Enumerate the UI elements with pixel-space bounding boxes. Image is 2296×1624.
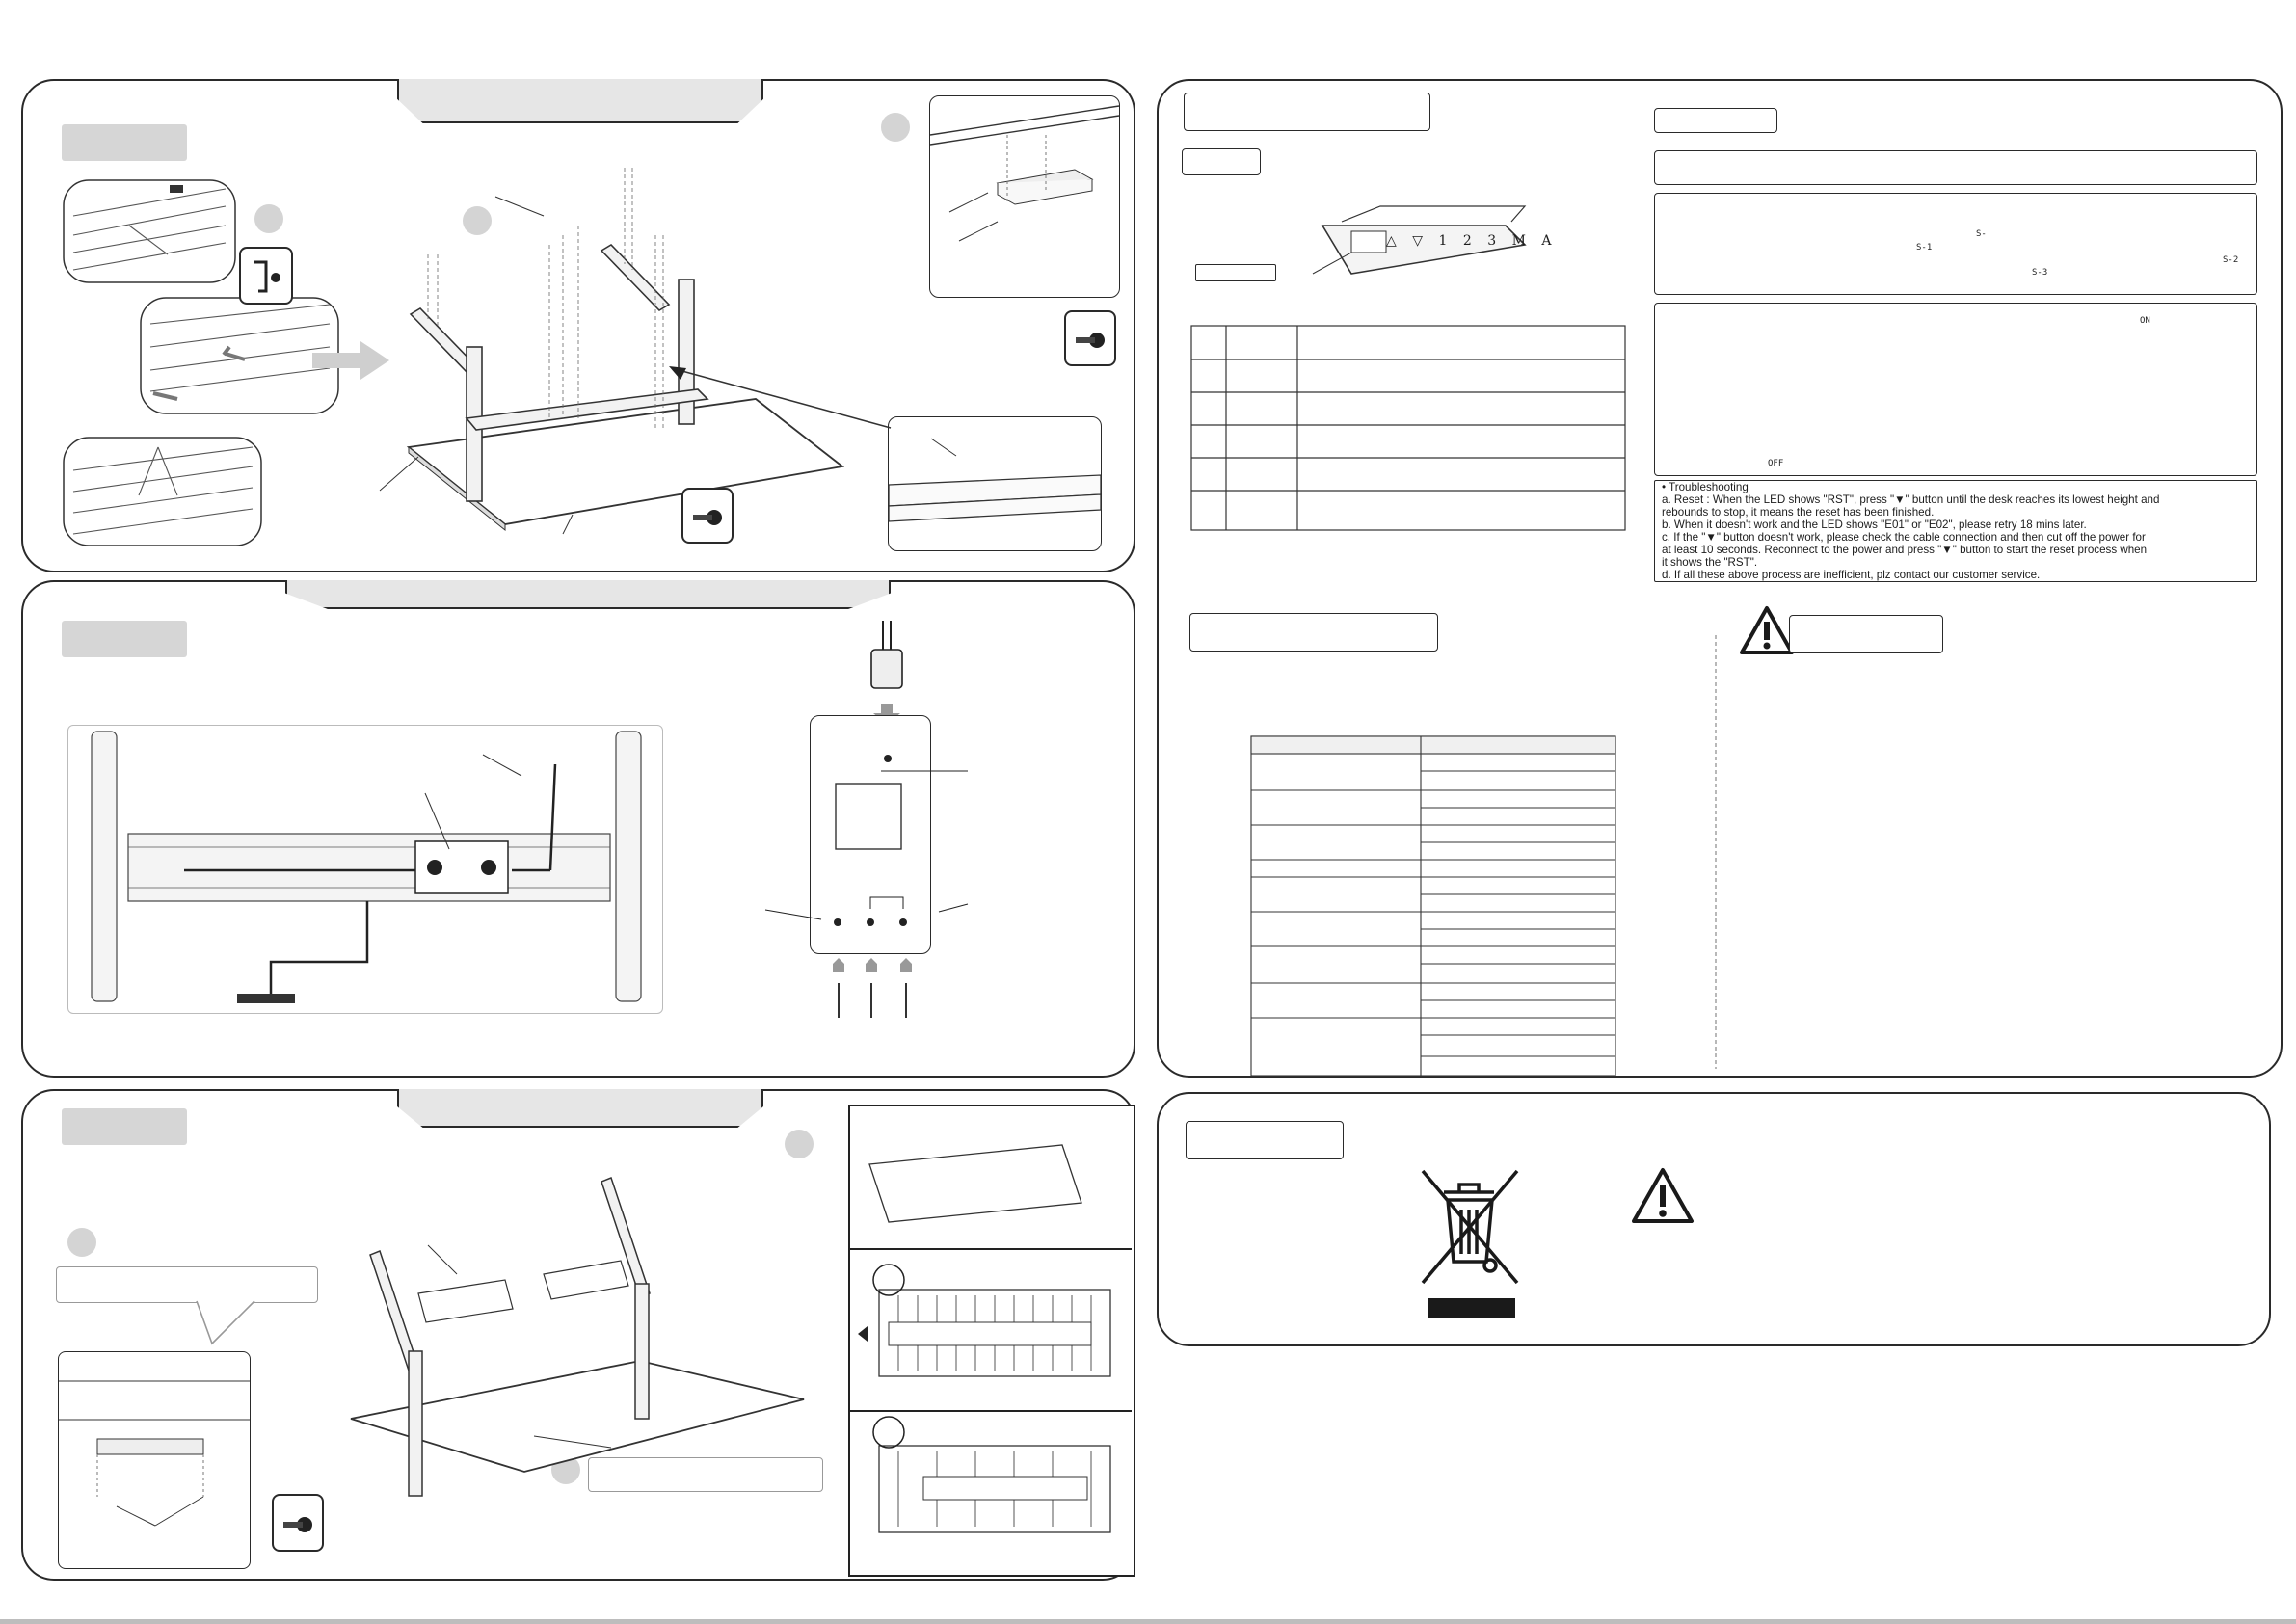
screw-icon-box [1064, 310, 1116, 366]
troubleshooting-box [1654, 480, 2257, 582]
troubleshooting-reset-cont: rebounds to stop, it means the reset has… [1662, 506, 1935, 519]
troubleshooting-error-codes: b. When it doesn't work and the LED show… [1662, 519, 2087, 531]
tray-close-up-illustrations [850, 1144, 1132, 1533]
assembly-step-panel-3 [21, 1089, 1135, 1581]
button-function-table [1190, 325, 1626, 531]
operation-and-specs-panel: △ ▽ 1 2 3 M A [1157, 79, 2283, 1078]
height-memory-box [1654, 193, 2257, 295]
underside-wiring-view [67, 725, 663, 1014]
panel-1-section-label [62, 124, 187, 161]
specifications-heading-box [1189, 613, 1438, 652]
preset-1-button[interactable]: 1 [1438, 233, 1450, 249]
display-code-s-dash: S- [1976, 229, 1987, 239]
disposal-panel [1157, 1092, 2271, 1346]
troubleshooting-down-button: c. If the "▼" button doesn't work, pleas… [1662, 531, 2146, 544]
warning-triangle-icon [1740, 606, 1794, 654]
tray-mount-detail [58, 1351, 251, 1569]
preset-2-button[interactable]: 2 [1462, 233, 1474, 249]
step-marker [785, 1130, 814, 1158]
disposal-heading-box [1186, 1121, 1344, 1159]
screw-icon [283, 1517, 312, 1532]
display-code-off: OFF [1768, 459, 1784, 468]
assembly-step-panel-2 [21, 580, 1135, 1078]
memory-button[interactable]: M [1511, 233, 1528, 249]
troubleshooting-reset: a. Reset : When the LED shows "RST", pre… [1662, 493, 2160, 506]
auto-button[interactable]: A [1541, 233, 1554, 249]
pointer-arrow [669, 366, 892, 429]
control-panel-mount-illustration [929, 105, 1120, 242]
down-button[interactable]: ▽ [1412, 233, 1426, 249]
up-button[interactable]: △ [1386, 233, 1399, 249]
control-box-connection-view [810, 715, 931, 954]
page-bottom-rule [0, 1619, 2296, 1624]
crossed-out-bin-icon [1421, 1169, 1519, 1318]
screw-icon [693, 510, 722, 525]
troubleshooting-title: • Troubleshooting [1662, 481, 1749, 493]
frame-detail-illustrations [63, 179, 339, 546]
warning-heading-box [1789, 615, 1943, 653]
specifications-table [1250, 735, 1616, 1077]
screw-icon-box [272, 1494, 324, 1552]
crossbar-detail-illustration [888, 438, 1102, 522]
assembly-step-panel-1 [21, 79, 1135, 572]
control-panel-install-detail [929, 95, 1120, 298]
display-code-s2: S-2 [2223, 255, 2239, 265]
operation-heading-box [1184, 93, 1430, 131]
settings-heading-box [1654, 108, 1777, 133]
display-code-s1: S-1 [1916, 243, 1933, 253]
handset-illustration [1312, 205, 1527, 275]
tray-close-up-strip [848, 1105, 1135, 1577]
crossbar-detail [888, 416, 1102, 551]
step-marker [881, 113, 910, 142]
control-box-illustration [834, 755, 907, 926]
tray-mount-illustration [59, 1380, 250, 1527]
wiring-diagram-illustration [91, 731, 642, 1003]
troubleshooting-contact: d. If all these above process are ineffi… [1662, 569, 2041, 581]
callout-label-box [588, 1457, 823, 1492]
panel-2-header-tab [285, 580, 891, 609]
display-code-on: ON [2140, 316, 2150, 326]
troubleshooting-down-button-cont: at least 10 seconds. Reconnect to the po… [1662, 544, 2148, 556]
column-divider [1715, 635, 1717, 1069]
control-box-cables [764, 770, 969, 1018]
screw-icon-box [681, 488, 734, 544]
child-lock-box [1654, 303, 2257, 476]
direction-arrow-icon [312, 341, 389, 380]
power-plug-illustration [870, 621, 903, 725]
display-label-box [1195, 264, 1276, 281]
step-marker [67, 1228, 96, 1257]
settings-intro-box [1654, 150, 2257, 185]
desk-with-trays-illustration [350, 1177, 805, 1497]
screw-icon [1076, 333, 1105, 348]
handset-buttons: △ ▽ 1 2 3 M A [1386, 233, 1554, 249]
step-marker [254, 204, 283, 233]
panel-1-header-tab [397, 79, 763, 123]
display-code-s3: S-3 [2032, 268, 2048, 278]
troubleshooting-down-button-cont: it shows the "RST". [1662, 556, 1758, 569]
panel-3-section-label [62, 1108, 187, 1145]
warning-triangle-icon [1632, 1168, 1694, 1223]
hex-key-icon [254, 260, 280, 293]
control-panel-heading-box [1182, 148, 1261, 175]
preset-3-button[interactable]: 3 [1487, 233, 1499, 249]
panel-2-section-label [62, 621, 187, 657]
callout-pointer [196, 1300, 255, 1345]
step-marker [463, 206, 492, 235]
panel-3-header-tab [397, 1089, 763, 1128]
hex-key-icon-box [239, 247, 293, 305]
callout-label-box [56, 1266, 318, 1303]
desk-frame-illustration [379, 168, 845, 535]
